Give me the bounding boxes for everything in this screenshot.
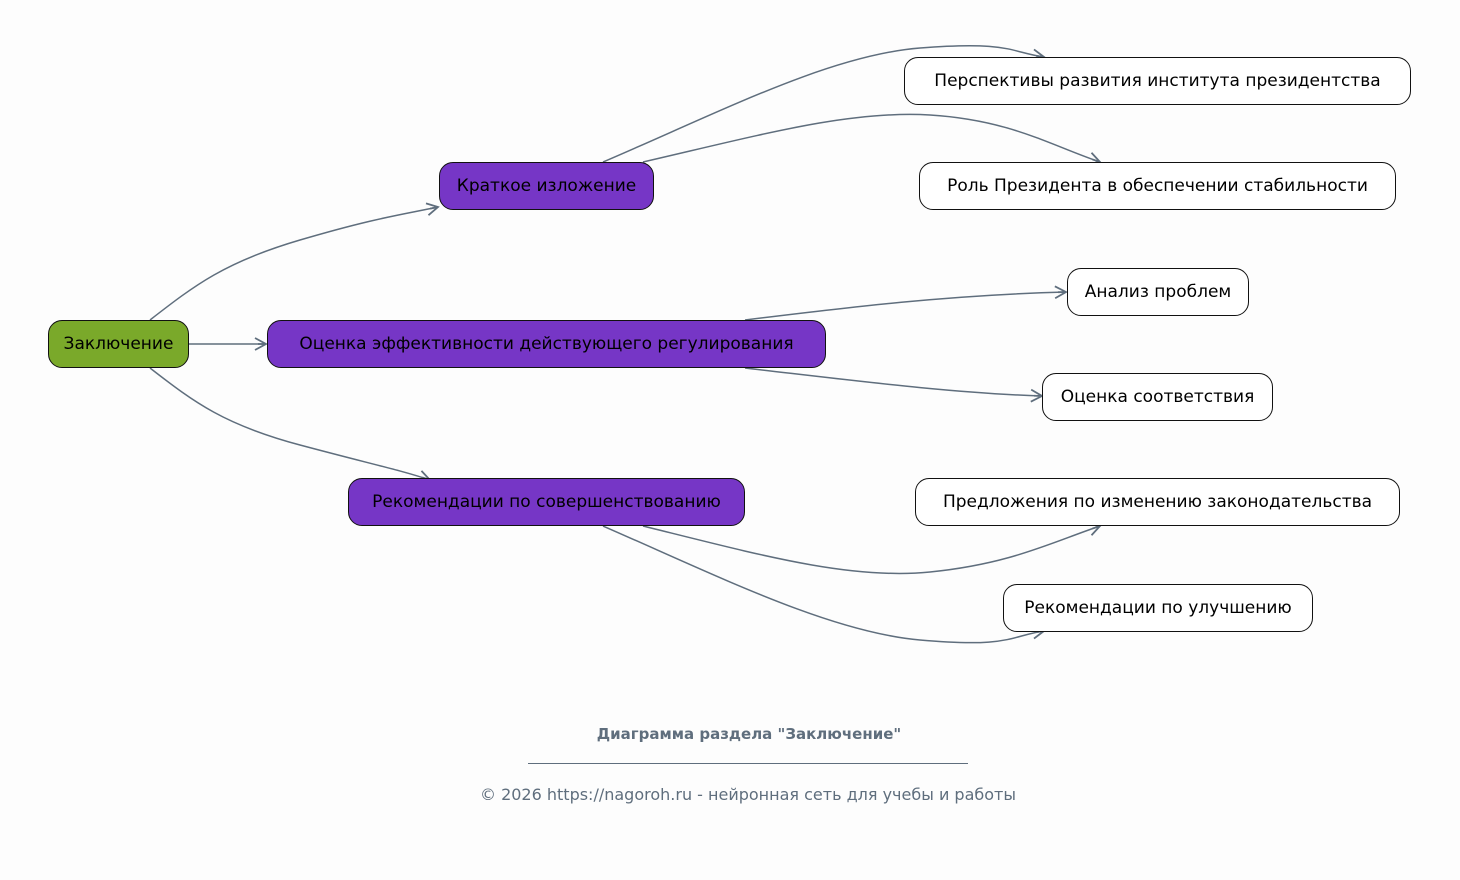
node-prospects[interactable]: Перспективы развития института президент… xyxy=(904,57,1411,105)
node-label: Оценка эффективности действующего регули… xyxy=(299,334,794,354)
edge-root-summary xyxy=(149,202,440,321)
edge-evaluation-analysis xyxy=(744,285,1068,321)
edge-summary-role xyxy=(642,113,1102,166)
node-label: Перспективы развития института президент… xyxy=(934,71,1381,91)
node-root[interactable]: Заключение xyxy=(48,320,189,368)
node-analysis[interactable]: Анализ проблем xyxy=(1067,268,1249,316)
node-role[interactable]: Роль Президента в обеспечении стабильнос… xyxy=(919,162,1396,210)
footer-divider xyxy=(528,763,968,764)
node-label: Оценка соответствия xyxy=(1060,387,1255,407)
node-label: Рекомендации по совершенствованию xyxy=(372,492,721,512)
node-summary[interactable]: Краткое изложение xyxy=(439,162,654,210)
diagram-caption: Диаграмма раздела "Заключение" xyxy=(596,725,902,743)
edge-root-recommendations xyxy=(149,367,432,484)
node-label: Рекомендации по улучшению xyxy=(1024,598,1292,618)
edge-recommendations-improvement xyxy=(602,525,1046,644)
node-evaluation[interactable]: Оценка эффективности действующего регули… xyxy=(267,320,826,368)
node-label: Заключение xyxy=(63,334,174,354)
node-label: Предложения по изменению законодательств… xyxy=(942,492,1373,512)
node-proposals[interactable]: Предложения по изменению законодательств… xyxy=(915,478,1400,526)
node-recommendations[interactable]: Рекомендации по совершенствованию xyxy=(348,478,745,526)
node-compliance[interactable]: Оценка соответствия xyxy=(1042,373,1273,421)
node-improvement[interactable]: Рекомендации по улучшению xyxy=(1003,584,1313,632)
edge-recommendations-proposals xyxy=(642,522,1102,575)
node-label: Анализ проблем xyxy=(1084,282,1232,302)
node-label: Краткое изложение xyxy=(456,176,637,196)
edge-summary-prospects xyxy=(602,45,1046,163)
edge-evaluation-compliance xyxy=(744,367,1044,403)
footer-copyright: © 2026 https://nagoroh.ru - нейронная се… xyxy=(479,785,1016,804)
node-label: Роль Президента в обеспечении стабильнос… xyxy=(947,176,1368,196)
